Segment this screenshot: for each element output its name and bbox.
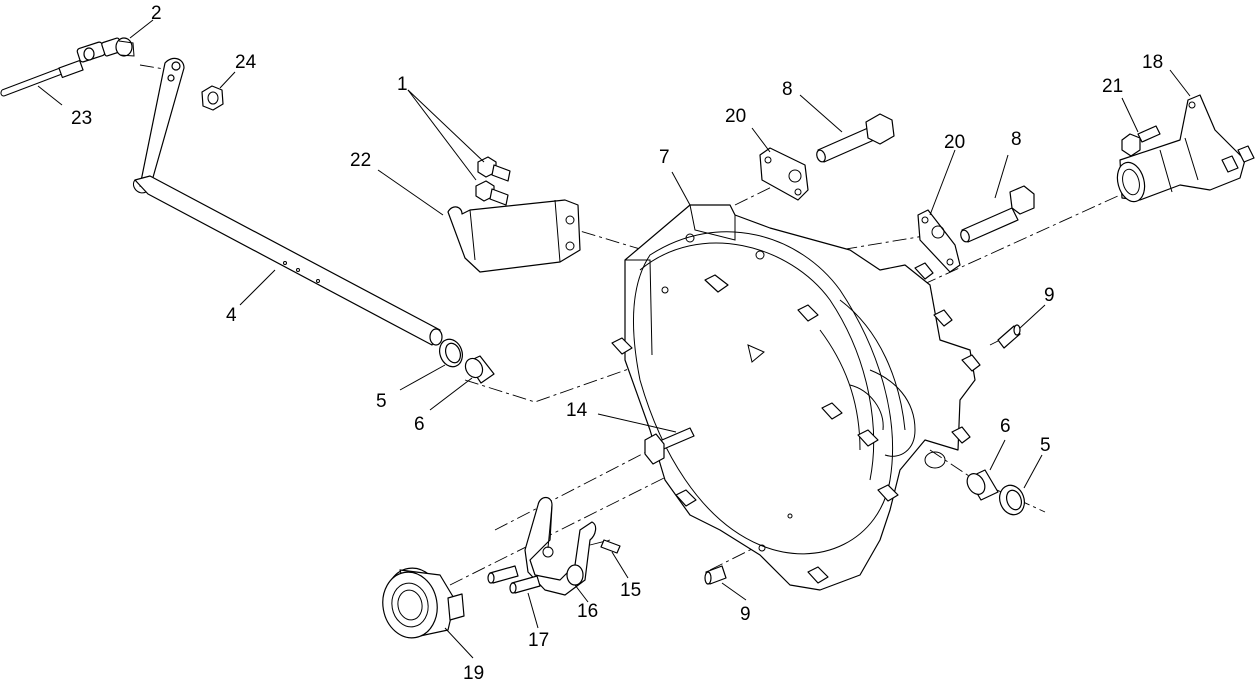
- callout-16: 16: [577, 601, 598, 622]
- callout-18: 18: [1142, 52, 1163, 73]
- callout-5-left: 5: [376, 391, 387, 412]
- nut-part-24: [201, 85, 224, 111]
- callout-7: 7: [659, 147, 670, 168]
- callout-8-upper: 8: [782, 79, 793, 100]
- bracket-part-20-lower: [917, 209, 961, 273]
- bolts-part-1: [475, 156, 511, 206]
- housing-part-7: [611, 204, 981, 591]
- bearing-housing-part-18: [1116, 94, 1255, 203]
- callout-15: 15: [620, 580, 641, 601]
- callout-5-right: 5: [1040, 435, 1051, 456]
- cable-part-23: [0, 59, 84, 97]
- callout-17: 17: [528, 630, 549, 651]
- roll-pin-part-15: [600, 539, 621, 554]
- callout-8-lower: 8: [1011, 129, 1022, 150]
- callout-24: 24: [235, 52, 257, 73]
- bracket-part-20-upper: [759, 147, 809, 201]
- bolt-part-8-upper: [816, 113, 895, 163]
- callout-21: 21: [1102, 76, 1123, 97]
- seal-part-5-right: [999, 484, 1025, 516]
- callout-2: 2: [151, 3, 162, 24]
- dowel-part-9-bottom: [704, 565, 727, 585]
- callout-20-upper: 20: [725, 106, 746, 127]
- pins-part-17: [487, 565, 541, 594]
- callout-6-left: 6: [414, 414, 425, 435]
- callout-1: 1: [397, 74, 408, 95]
- bracket-part-22: [447, 199, 581, 273]
- bushing-part-6-right: [966, 469, 999, 501]
- bolt-part-21: [1121, 125, 1161, 157]
- callout-19: 19: [463, 663, 484, 684]
- callout-22: 22: [350, 150, 371, 171]
- callout-9-right: 9: [1044, 285, 1055, 306]
- callout-labels: 2 1 24 23 22 4 5 6 7 20 8 20 8 21 18 9 1…: [71, 3, 1163, 684]
- leader-lines: [37, 19, 1191, 659]
- callout-4: 4: [226, 305, 237, 326]
- callout-9-bottom: 9: [740, 604, 751, 625]
- clevis-part-2: [76, 37, 135, 63]
- dowel-part-9-right: [997, 324, 1021, 349]
- fork-part-16: [524, 496, 597, 596]
- pin-part-14: [644, 427, 695, 465]
- callout-23: 23: [71, 108, 92, 129]
- shift-rod-part-4: [132, 57, 443, 346]
- callout-20-lower: 20: [944, 132, 965, 153]
- seal-part-5-left: [439, 338, 463, 368]
- bushing-part-6-left: [464, 355, 495, 384]
- release-bearing-part-19: [382, 567, 465, 639]
- callout-14: 14: [566, 400, 588, 421]
- callout-6-right: 6: [1000, 416, 1011, 437]
- bolt-part-8-lower: [960, 185, 1035, 243]
